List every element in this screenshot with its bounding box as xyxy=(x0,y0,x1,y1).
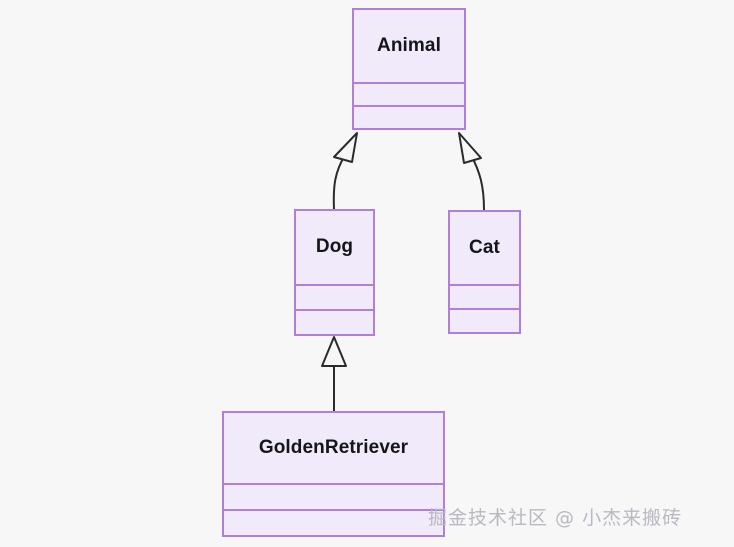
class-box-cat[interactable]: Cat xyxy=(448,210,521,334)
hollow-triangle-arrowhead xyxy=(333,132,358,163)
class-title-compartment: Cat xyxy=(450,212,519,284)
class-methods-compartment xyxy=(450,308,519,332)
generalization-cat-to-animal xyxy=(458,132,485,211)
class-attributes-compartment xyxy=(224,483,443,509)
class-title-compartment: GoldenRetriever xyxy=(224,413,443,483)
class-box-animal[interactable]: Animal xyxy=(352,8,466,130)
class-methods-compartment xyxy=(224,509,443,535)
class-title-compartment: Dog xyxy=(296,211,373,284)
class-title-compartment: Animal xyxy=(354,10,464,82)
class-attributes-compartment xyxy=(354,82,464,105)
generalization-dog-to-animal xyxy=(332,132,358,210)
class-methods-compartment xyxy=(296,309,373,334)
generalization-goldenretriever-to-dog xyxy=(321,336,347,412)
class-name-label: Animal xyxy=(377,34,441,56)
hollow-triangle-arrowhead xyxy=(321,336,347,367)
hollow-triangle-arrowhead xyxy=(458,132,482,164)
class-attributes-compartment xyxy=(450,284,519,308)
class-attributes-compartment xyxy=(296,284,373,309)
class-methods-compartment xyxy=(354,105,464,128)
class-name-label: GoldenRetriever xyxy=(258,436,409,458)
watermark-text: 掘金技术社区 @ 小杰来搬砖 xyxy=(428,507,683,529)
class-name-label: Dog xyxy=(315,236,354,258)
class-box-goldenretriever[interactable]: GoldenRetriever xyxy=(222,411,445,537)
class-box-dog[interactable]: Dog xyxy=(294,209,375,336)
class-name-label: Cat xyxy=(469,236,500,258)
